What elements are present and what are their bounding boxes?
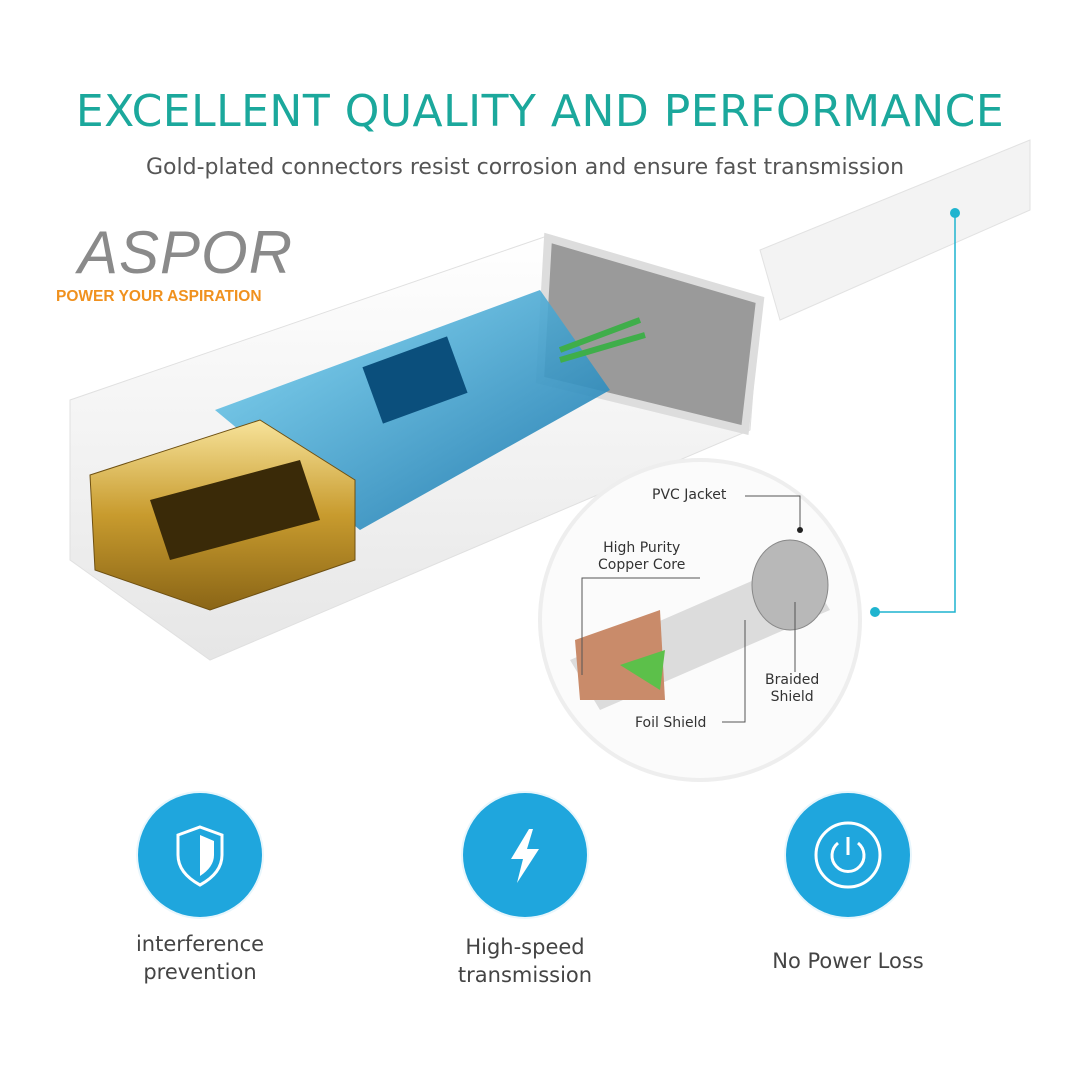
lightning-icon: [463, 793, 587, 917]
logo-wordmark: ASPOR: [78, 219, 294, 286]
feature-no-power-loss: No Power Loss: [772, 949, 924, 973]
label-pvc-jacket: PVC Jacket: [652, 487, 727, 503]
power-icon: [786, 793, 910, 917]
label-foil-shield: Foil Shield: [635, 715, 707, 731]
page-subtitle: Gold-plated connectors resist corrosion …: [145, 155, 905, 180]
brand-logo: ASPOR POWER YOUR ASPIRATION: [48, 218, 318, 306]
logo-tagline: POWER YOUR ASPIRATION: [56, 288, 262, 305]
shield-icon: [138, 793, 262, 917]
page-title: EXCELLENT QUALITY AND PERFORMANCE: [75, 86, 1005, 137]
